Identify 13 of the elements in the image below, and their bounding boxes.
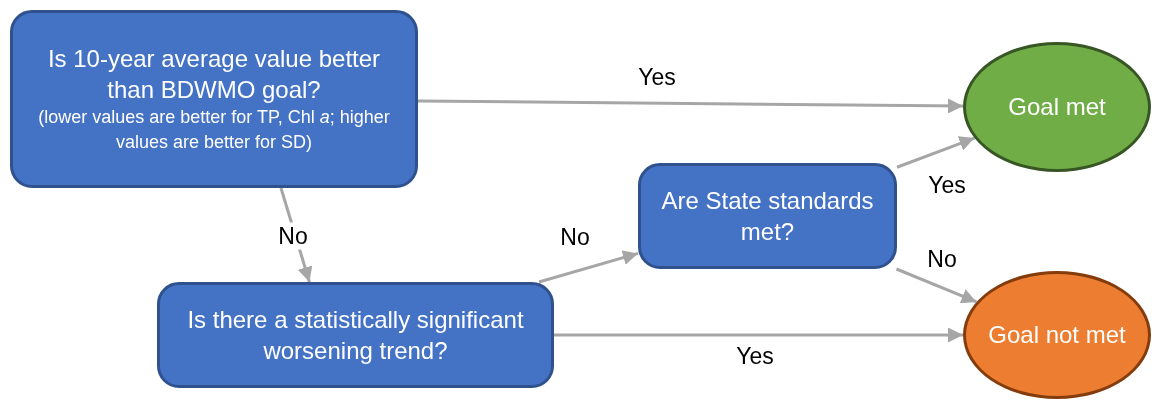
decision-box	[638, 163, 897, 269]
arrow	[418, 98, 964, 114]
node-title: Goal met	[1008, 92, 1106, 123]
node-title: Goal not met	[988, 320, 1126, 351]
arrow	[554, 327, 963, 343]
node-title: Is there a statistically significant worsening trend?	[186, 304, 525, 366]
node-title: Is 10-year average value better than BDWMO goal?	[46, 43, 382, 105]
arrow	[538, 250, 639, 284]
arrow	[896, 136, 975, 169]
node-title: Are State standards met?	[660, 185, 875, 247]
decision-box	[10, 10, 418, 188]
decision-box	[157, 282, 554, 388]
node-note: (lower values are better for TP, Chl a; higher values are better for SD)	[37, 106, 391, 155]
